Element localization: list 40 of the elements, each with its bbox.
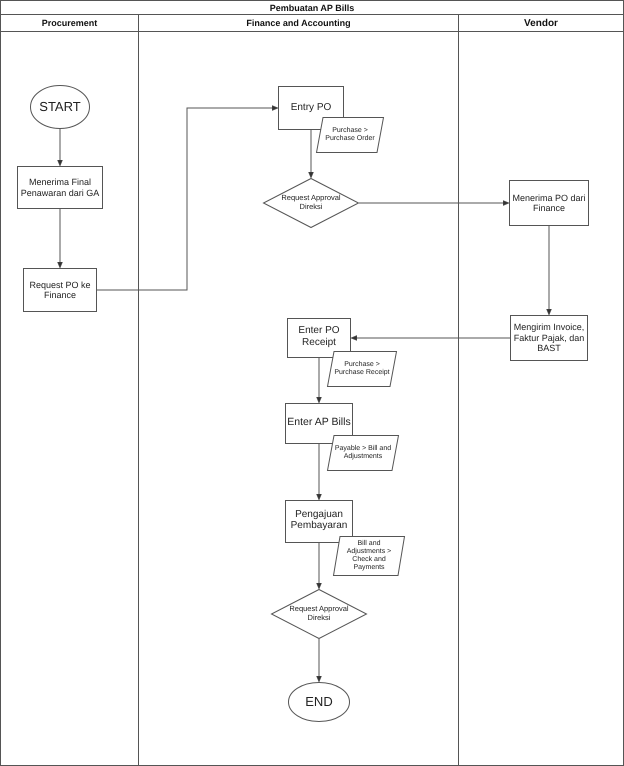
- flow-arrow: [308, 130, 314, 178]
- step-label: Menerima Final Penawaran dari GA: [20, 177, 100, 198]
- flow-arrow: [316, 358, 322, 404]
- process-box: [510, 315, 588, 361]
- pool-title: Pembuatan AP Bills: [268, 2, 356, 14]
- process-box: [287, 318, 351, 358]
- data-parallelogram: [327, 351, 397, 387]
- decision-diamond: [271, 589, 367, 639]
- step-label: Mengirim Invoice, Faktur Pajak, dan BAST: [512, 322, 586, 354]
- decision-diamond: [263, 178, 359, 228]
- flow-arrow: [546, 226, 552, 316]
- data-parallelogram: [333, 536, 405, 576]
- step-label: Entry PO: [290, 102, 332, 114]
- flow-arrow: [358, 200, 510, 206]
- process-box: [509, 180, 589, 226]
- process-box: [17, 166, 103, 209]
- terminal-label: END: [305, 694, 333, 710]
- flow-arrow: [57, 128, 63, 166]
- step-label: Enter PO Receipt: [297, 325, 341, 348]
- flow-arrow: [316, 638, 322, 682]
- flow-arrow: [350, 335, 510, 341]
- data-parallelogram: [327, 435, 399, 471]
- process-box: [23, 268, 97, 312]
- lane-header: Procurement: [40, 17, 98, 30]
- flow-arrow: [316, 542, 322, 590]
- step-label: Menerima PO dari Finance: [511, 192, 587, 214]
- data-parallelogram: [316, 117, 384, 153]
- terminal-ellipse: [288, 682, 350, 722]
- flow-arrow: [96, 105, 278, 290]
- lane-header: Vendor: [523, 16, 559, 30]
- process-box: [285, 403, 353, 444]
- step-label: Request PO ke Finance: [28, 280, 92, 300]
- flow-arrow: [57, 208, 63, 268]
- flow-arrow: [316, 444, 322, 500]
- lane-header: Finance and Accounting: [245, 17, 352, 30]
- terminal-label: START: [39, 100, 81, 114]
- step-label: Enter AP Bills: [287, 416, 351, 429]
- terminal-ellipse: [30, 85, 90, 129]
- step-label: Pengajuan Pembayaran: [290, 508, 348, 532]
- process-box: [285, 500, 353, 543]
